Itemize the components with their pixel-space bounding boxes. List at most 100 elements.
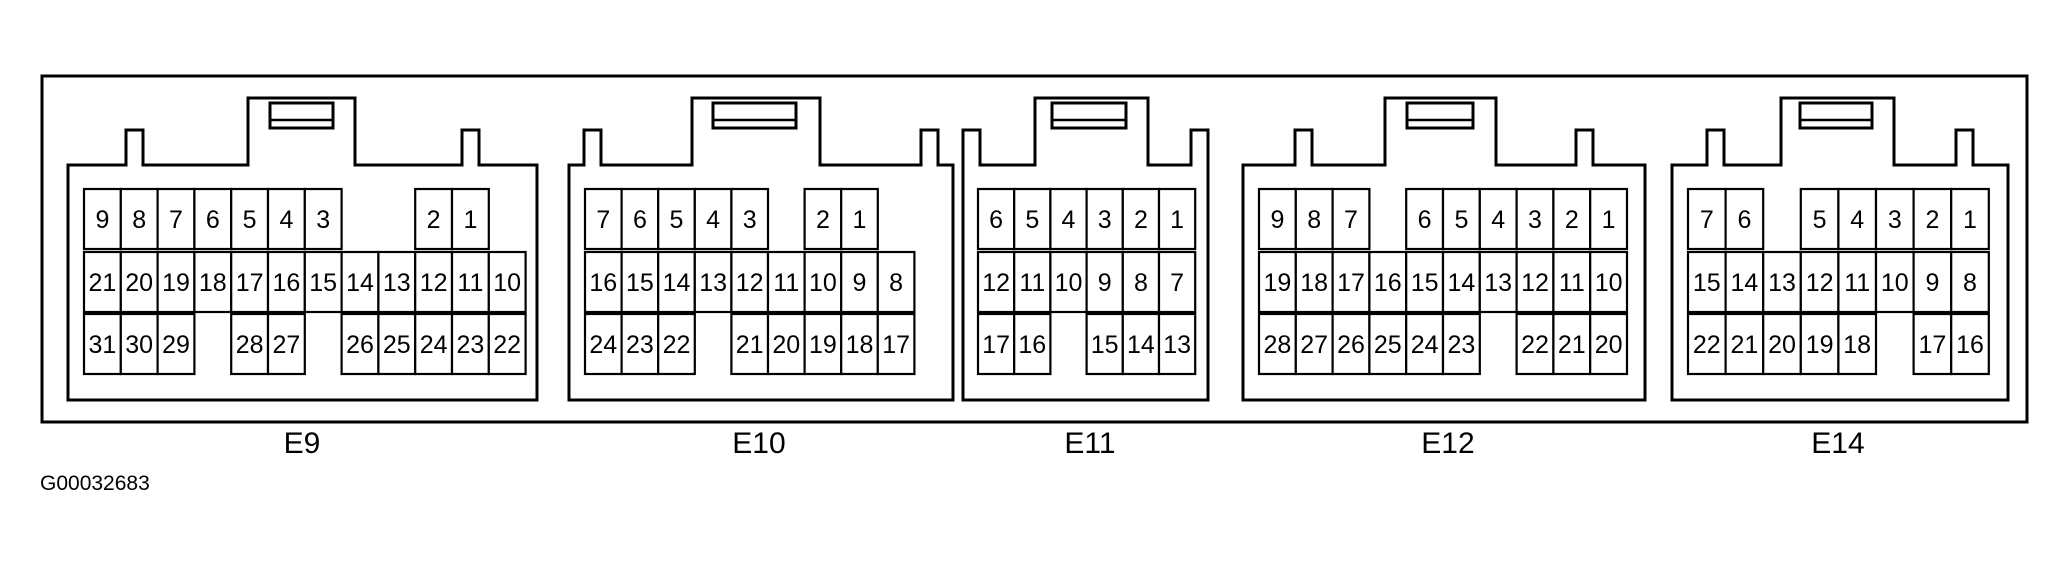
pin-cell	[1515, 312, 1555, 376]
pin-number: 17	[982, 331, 1010, 359]
pin-cell	[1950, 312, 1990, 376]
pin-number: 26	[346, 331, 374, 359]
pin-number: 19	[1263, 269, 1291, 297]
pin-cell	[1257, 250, 1297, 314]
figure-id: G00032683	[40, 472, 150, 495]
pin-number: 10	[1881, 269, 1909, 297]
pin-number: 23	[456, 331, 484, 359]
pin-number: 1	[463, 206, 477, 234]
pin-number: 7	[169, 206, 183, 234]
pin-cell	[1257, 187, 1297, 251]
pin-number: 10	[809, 269, 837, 297]
pin-number: 6	[1737, 206, 1751, 234]
pin-cell	[450, 250, 490, 314]
pin-cell	[1013, 312, 1052, 376]
pin-number: 6	[206, 206, 220, 234]
pin-number: 10	[1055, 269, 1083, 297]
pin-number: 7	[1170, 269, 1184, 297]
pin-cell	[1294, 250, 1334, 314]
pin-number: 13	[1768, 269, 1796, 297]
pin-number: 27	[1300, 331, 1328, 359]
pin-number: 4	[1062, 206, 1076, 234]
pin-cell	[1368, 250, 1408, 314]
connector-label: E9	[284, 427, 321, 460]
pin-number: 1	[1170, 206, 1184, 234]
pin-cell	[1294, 312, 1334, 376]
pin-cell	[803, 187, 843, 251]
pin-cell	[1515, 250, 1555, 314]
pin-number: 14	[346, 269, 374, 297]
pin-cell	[487, 250, 527, 314]
pin-cell	[1121, 250, 1161, 314]
pin-number: 5	[1025, 206, 1039, 234]
pin-number: 3	[743, 206, 757, 234]
pin-cell	[1799, 250, 1840, 314]
pin-number: 1	[853, 206, 867, 234]
pin-number: 27	[272, 331, 300, 359]
pin-number: 24	[1411, 331, 1439, 359]
pin-number: 17	[236, 269, 264, 297]
pin-number: 18	[846, 331, 874, 359]
pin-cell	[1950, 250, 1990, 314]
pin-cell	[1331, 312, 1371, 376]
pin-number: 11	[457, 269, 483, 297]
pin-number: 9	[853, 269, 867, 297]
outer-frame	[40, 74, 2029, 424]
pin-cell	[840, 250, 879, 314]
pin-number: 8	[889, 269, 903, 297]
pin-number: 12	[736, 269, 764, 297]
pin-number: 3	[1888, 206, 1902, 234]
pin-number: 4	[279, 206, 293, 234]
pin-number: 6	[633, 206, 647, 234]
connector-body-outline	[567, 96, 955, 402]
pin-number: 21	[736, 331, 764, 359]
pin-number: 9	[95, 206, 109, 234]
pin-number: 6	[1418, 206, 1432, 234]
latch-window	[268, 101, 335, 130]
pin-cell	[1837, 312, 1878, 376]
pin-cell	[876, 250, 916, 314]
pin-number: 20	[125, 269, 153, 297]
pin-cell	[156, 250, 196, 314]
pin-cell	[1799, 187, 1840, 251]
pin-cell	[657, 187, 696, 251]
pin-cell	[414, 250, 454, 314]
pin-cell	[1515, 187, 1555, 251]
pin-number: 2	[1134, 206, 1148, 234]
pin-cell	[1157, 187, 1197, 251]
pin-cell	[1121, 187, 1161, 251]
pin-number: 28	[1263, 331, 1291, 359]
pin-number: 9	[1925, 269, 1939, 297]
pin-number: 7	[1344, 206, 1358, 234]
pin-number: 5	[1813, 206, 1827, 234]
pin-number: 13	[1163, 331, 1191, 359]
pin-number: 5	[670, 206, 684, 234]
pin-cell	[1085, 312, 1124, 376]
pin-number: 1	[1602, 206, 1616, 234]
pin-number: 16	[589, 269, 617, 297]
pin-cell	[1013, 250, 1052, 314]
pin-number: 22	[493, 331, 521, 359]
pin-cell	[1799, 312, 1840, 376]
pin-cell	[340, 250, 380, 314]
pin-cell	[583, 312, 623, 376]
pin-cell	[693, 187, 733, 251]
pin-number: 20	[1768, 331, 1796, 359]
pin-number: 13	[1484, 269, 1512, 297]
pin-number: 22	[663, 331, 691, 359]
pin-cell	[156, 312, 196, 376]
pin-number: 16	[1374, 269, 1402, 297]
pin-cell	[620, 187, 660, 251]
pin-number: 21	[1730, 331, 1758, 359]
pin-cell	[1874, 187, 1915, 251]
pin-number: 24	[420, 331, 448, 359]
pin-cell	[1157, 312, 1197, 376]
pin-cell	[1478, 250, 1518, 314]
pin-number: 14	[1447, 269, 1475, 297]
connector-label: E10	[732, 427, 785, 460]
pin-cell	[414, 312, 454, 376]
pin-cell	[1121, 312, 1161, 376]
pin-number: 18	[199, 269, 227, 297]
pin-number: 3	[1098, 206, 1112, 234]
